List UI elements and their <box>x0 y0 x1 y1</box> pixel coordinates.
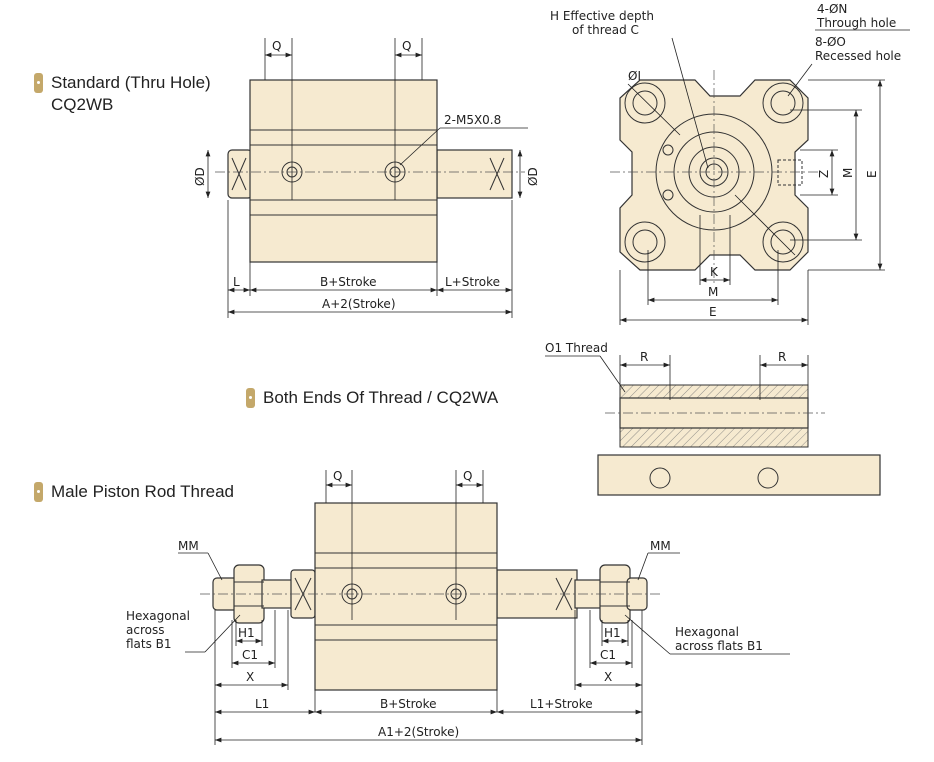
dim-h1-left: H1 <box>238 626 255 640</box>
callout-m5: 2-M5X0.8 <box>444 113 501 127</box>
section-bullet-icon <box>34 482 43 502</box>
dim-od-left: ØD <box>193 167 207 186</box>
thread-end-view: R R O1 Thread <box>545 341 881 496</box>
dim-q: Q <box>272 39 281 53</box>
section-title: Male Piston Rod Thread <box>51 482 235 501</box>
label-hex-left: Hexagonal <box>126 609 190 623</box>
section-model: CQ2WB <box>51 95 114 114</box>
dim-c1-left: C1 <box>242 648 258 662</box>
label-o-hole: 8-ØO <box>815 35 846 49</box>
male-rod-side-view: Q Q MM MM Hexagonal across flats B1 Hexa… <box>126 469 790 745</box>
dim-r: R <box>640 350 648 364</box>
dim-e: E <box>709 305 717 319</box>
dim-l: L <box>233 275 240 289</box>
label-hex-right-flats: across flats B1 <box>675 639 763 653</box>
label-hex-right: Hexagonal <box>675 625 739 639</box>
dim-k: K <box>710 265 719 279</box>
end-view: H Effective depth of thread C 4-ØN Throu… <box>550 2 910 325</box>
section-bullet-icon <box>246 388 255 408</box>
label-o1-thread: O1 Thread <box>545 341 608 355</box>
dim-e-vertical: E <box>865 170 879 178</box>
dim-a1-stroke: A1+2(Stroke) <box>378 725 459 739</box>
dim-q: Q <box>463 469 472 483</box>
section-bullet-icon <box>34 73 43 93</box>
label-through-hole: Through hole <box>816 16 896 30</box>
standard-side-view: Q Q 2-M5X0.8 ØD ØD L B+Stroke L+Stroke A… <box>193 38 540 318</box>
dim-h1-right: H1 <box>604 626 621 640</box>
dim-c1-right: C1 <box>600 648 616 662</box>
label-hex-left-across: across <box>126 623 164 637</box>
section-title: Standard (Thru Hole) <box>51 73 211 92</box>
dim-x-right: X <box>604 670 612 684</box>
section-both-ends: Both Ends Of Thread / CQ2WA <box>246 387 498 409</box>
label-oi: ØI <box>628 69 641 83</box>
dim-b-stroke: B+Stroke <box>320 275 377 289</box>
label-h-depth: H Effective depth <box>550 9 654 23</box>
dim-od-right: ØD <box>526 167 540 186</box>
dim-r: R <box>778 350 786 364</box>
label-recessed-hole: Recessed hole <box>815 49 901 63</box>
dim-b-stroke: B+Stroke <box>380 697 437 711</box>
dim-z: Z <box>817 170 831 178</box>
section-title: Both Ends Of Thread / CQ2WA <box>263 388 499 407</box>
label-h-depth-thread: of thread C <box>572 23 639 37</box>
dim-l1-stroke: L1+Stroke <box>530 697 593 711</box>
dim-a-stroke: A+2(Stroke) <box>322 297 396 311</box>
dim-l1: L1 <box>255 697 269 711</box>
dim-l-stroke: L+Stroke <box>445 275 500 289</box>
dim-q: Q <box>402 39 411 53</box>
section-standard: Standard (Thru Hole) CQ2WB <box>34 72 211 116</box>
dim-x-left: X <box>246 670 254 684</box>
dim-m: M <box>708 285 718 299</box>
label-hex-left-flats: flats B1 <box>126 637 172 651</box>
dim-q: Q <box>333 469 342 483</box>
label-mm-left: MM <box>178 539 199 553</box>
label-n-hole: 4-ØN <box>817 2 847 16</box>
dim-m-vertical: M <box>841 168 855 178</box>
label-mm-right: MM <box>650 539 671 553</box>
section-male-rod: Male Piston Rod Thread <box>34 481 234 503</box>
